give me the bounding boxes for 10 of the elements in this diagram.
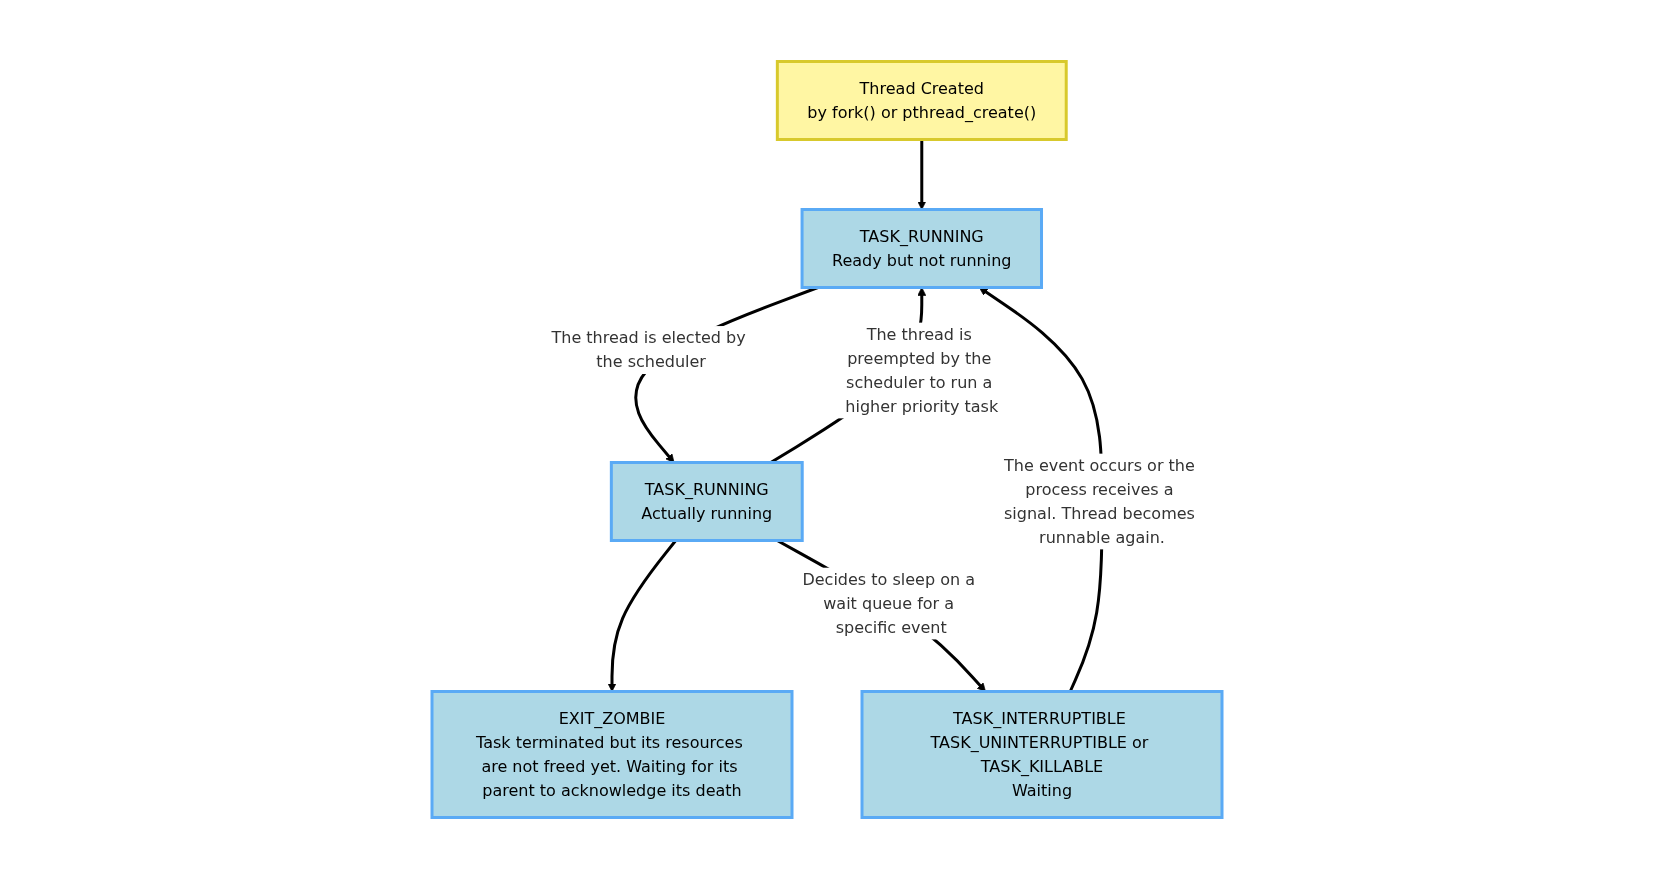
node-box: TASK_RUNNING Actually running [609,461,804,542]
node-box: TASK_INTERRUPTIBLE TASK_UNINTERRUPTIBLE or TASK_KILLABLE Waiting [860,690,1224,819]
node-box: Thread Created by fork() or pthread_create() [775,60,1068,141]
edge-label: The thread is preempted by the scheduler to run a higher priority task [845,324,999,416]
edge-label: Decides to sleep on a wait queue for a specific event [802,569,975,637]
node-box: EXIT_ZOMBIE Task terminated but its resources are not freed yet. Waiting for its parent to acknowledge its death [430,690,794,819]
edge-label: The thread is elected by the scheduler [551,328,746,372]
arrow [917,139,927,210]
edge-label: The event occurs or the process receives a signal. Thread becomes runnable again. [1004,455,1195,547]
node-box: TASK_RUNNING Ready but not running [800,208,1043,289]
